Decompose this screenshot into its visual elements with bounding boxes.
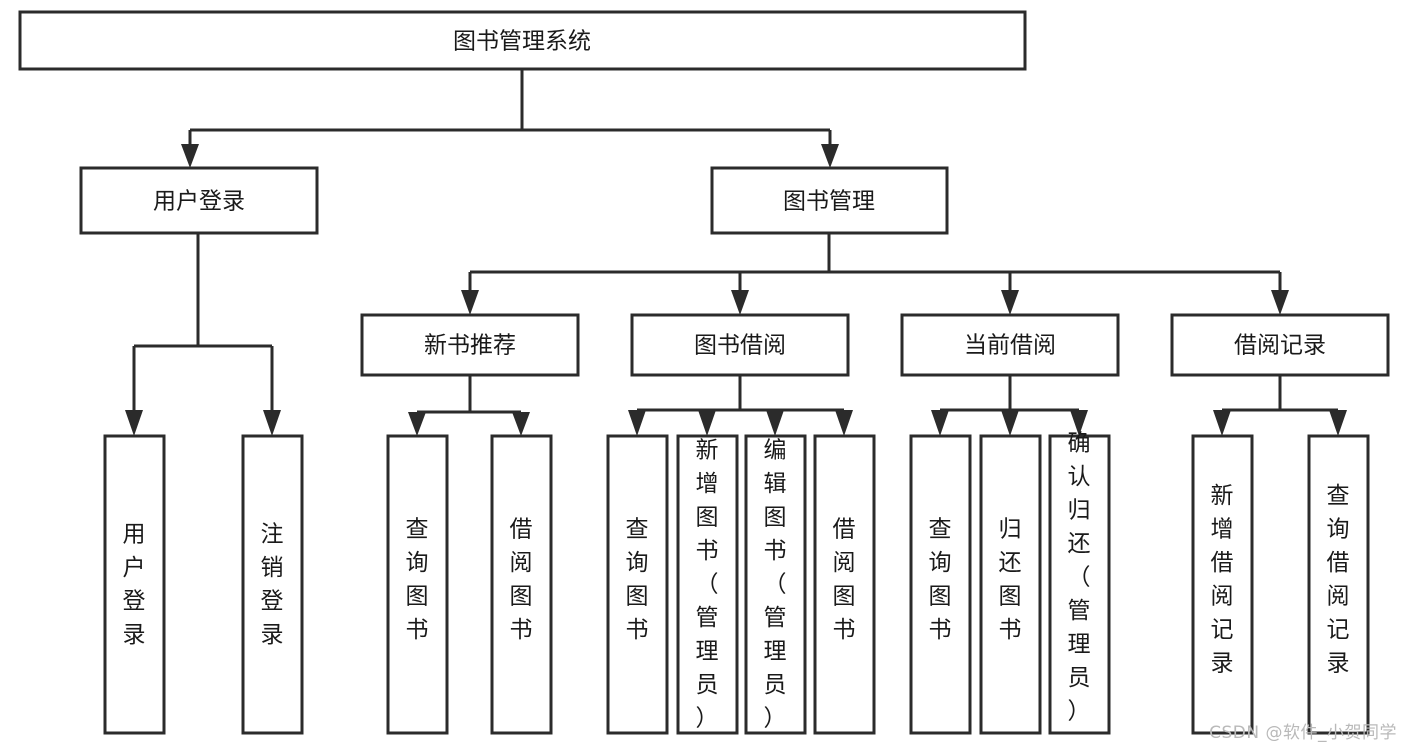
- leaf-book-borrow-2-label: 编辑图书（管理员）: [764, 438, 787, 732]
- leaf-current-borrow-2[interactable]: 确认归还（管理员）: [1048, 431, 1111, 735]
- leaf-book-borrow-3-label: 借阅图书: [833, 516, 856, 643]
- leaf-current-borrow-1-box[interactable]: [979, 434, 1042, 735]
- leaf-book-borrow-3-box[interactable]: [813, 434, 876, 735]
- arrowhead-user-login: [181, 144, 199, 168]
- arrowhead-br-leaf-2: [1329, 410, 1347, 436]
- leaf-new-book-0-box[interactable]: [386, 434, 449, 735]
- leaf-book-borrow-0[interactable]: 查询图书: [606, 434, 669, 735]
- leaf-book-borrow-0-label: 查询图书: [626, 516, 649, 643]
- csdn-watermark: CSDN @软件_小贺同学: [1209, 723, 1397, 743]
- leaf-book-borrow-3[interactable]: 借阅图书: [813, 434, 876, 735]
- leaf-user-login-1-box[interactable]: [241, 434, 304, 735]
- node-current-borrow-label: 当前借阅: [964, 333, 1056, 359]
- leaf-book-borrow-1-box[interactable]: [676, 434, 739, 735]
- node-user-login[interactable]: 用户登录: [79, 166, 319, 235]
- leaf-book-borrow-2[interactable]: 编辑图书（管理员）: [744, 434, 807, 735]
- leaf-new-book-0[interactable]: 查询图书: [386, 434, 449, 735]
- leaf-user-login-1[interactable]: 注销登录: [241, 434, 304, 735]
- arrowhead-bookborrow: [731, 290, 749, 315]
- node-book-borrow-box[interactable]: [630, 313, 850, 377]
- arrowhead-book-manage: [821, 144, 839, 168]
- node-borrow-record-box[interactable]: [1170, 313, 1390, 377]
- leaf-current-borrow-1[interactable]: 归还图书: [979, 434, 1042, 735]
- leaf-borrow-record-1[interactable]: 查询借阅记录: [1307, 434, 1370, 735]
- leaf-user-login-0[interactable]: 用户登录: [103, 434, 166, 735]
- arrowhead-nb-leaf-1: [408, 412, 426, 436]
- arrowhead-bb-leaf-2: [698, 410, 716, 436]
- leaf-current-borrow-2-box[interactable]: [1048, 434, 1111, 735]
- leaf-current-borrow-0[interactable]: 查询图书: [909, 434, 972, 735]
- leaf-book-borrow-0-box[interactable]: [606, 434, 669, 735]
- node-book-management[interactable]: 图书管理: [710, 166, 949, 235]
- node-new-book-recommend-box[interactable]: [360, 313, 580, 377]
- arrowhead-currentborrow: [1001, 290, 1019, 315]
- node-user-login-box[interactable]: [79, 166, 319, 235]
- node-borrow-record[interactable]: 借阅记录: [1170, 313, 1390, 377]
- arrowhead-bb-leaf-1: [628, 410, 646, 436]
- node-current-borrow-box[interactable]: [900, 313, 1120, 377]
- node-book-management-label: 图书管理: [783, 189, 875, 215]
- leaf-current-borrow-2-label: 确认归还（管理员）: [1068, 431, 1091, 725]
- arrowhead-bb-leaf-3: [766, 410, 784, 436]
- node-root[interactable]: 图书管理系统: [18, 10, 1027, 71]
- leaf-new-book-0-label: 查询图书: [406, 516, 429, 643]
- arrowhead-leaf-logout: [263, 410, 281, 436]
- leaf-current-borrow-0-box[interactable]: [909, 434, 972, 735]
- arrowhead-cb-leaf-3: [1070, 410, 1088, 436]
- node-root-label: 图书管理系统: [453, 29, 591, 55]
- node-user-login-label: 用户登录: [153, 189, 245, 215]
- arrowhead-cb-leaf-1: [931, 410, 949, 436]
- node-new-book-recommend[interactable]: 新书推荐: [360, 313, 580, 377]
- leaf-new-book-1[interactable]: 借阅图书: [490, 434, 553, 735]
- arrowhead-cb-leaf-2: [1001, 410, 1019, 436]
- leaf-user-login-1-label: 注销登录: [261, 521, 284, 648]
- leaf-book-borrow-1[interactable]: 新增图书（管理员）: [676, 434, 739, 735]
- arrowhead-br-leaf-1: [1213, 410, 1231, 436]
- leaf-borrow-record-0[interactable]: 新增借阅记录: [1191, 434, 1254, 735]
- leaf-book-borrow-1-label: 新增图书（管理员）: [696, 438, 719, 732]
- leaf-user-login-0-label: 用户登录: [123, 521, 146, 648]
- leaf-borrow-record-0-label: 新增借阅记录: [1211, 483, 1234, 677]
- leaf-new-book-1-label: 借阅图书: [510, 516, 533, 643]
- node-book-management-box[interactable]: [710, 166, 949, 235]
- arrowhead-nb-leaf-2: [512, 412, 530, 436]
- node-book-borrow[interactable]: 图书借阅: [630, 313, 850, 377]
- node-borrow-record-label: 借阅记录: [1234, 333, 1326, 359]
- arrowhead-borrowrecord: [1271, 290, 1289, 315]
- leaf-book-borrow-2-box[interactable]: [744, 434, 807, 735]
- leaf-user-login-0-box[interactable]: [103, 434, 166, 735]
- node-root-box[interactable]: [18, 10, 1027, 71]
- leaf-new-book-1-box[interactable]: [490, 434, 553, 735]
- arrowhead-bb-leaf-4: [835, 410, 853, 436]
- leaf-borrow-record-1-label: 查询借阅记录: [1327, 483, 1350, 677]
- node-book-borrow-label: 图书借阅: [694, 333, 786, 359]
- node-new-book-recommend-label: 新书推荐: [424, 333, 516, 359]
- leaf-borrow-record-1-box[interactable]: [1307, 434, 1370, 735]
- leaf-borrow-record-0-box[interactable]: [1191, 434, 1254, 735]
- arrowhead-leaf-user-login: [125, 410, 143, 436]
- leaf-current-borrow-1-label: 归还图书: [999, 516, 1022, 643]
- connector-layer: [125, 70, 1347, 436]
- arrowhead-newbook: [461, 290, 479, 315]
- node-current-borrow[interactable]: 当前借阅: [900, 313, 1120, 377]
- leaf-current-borrow-0-label: 查询图书: [929, 516, 952, 643]
